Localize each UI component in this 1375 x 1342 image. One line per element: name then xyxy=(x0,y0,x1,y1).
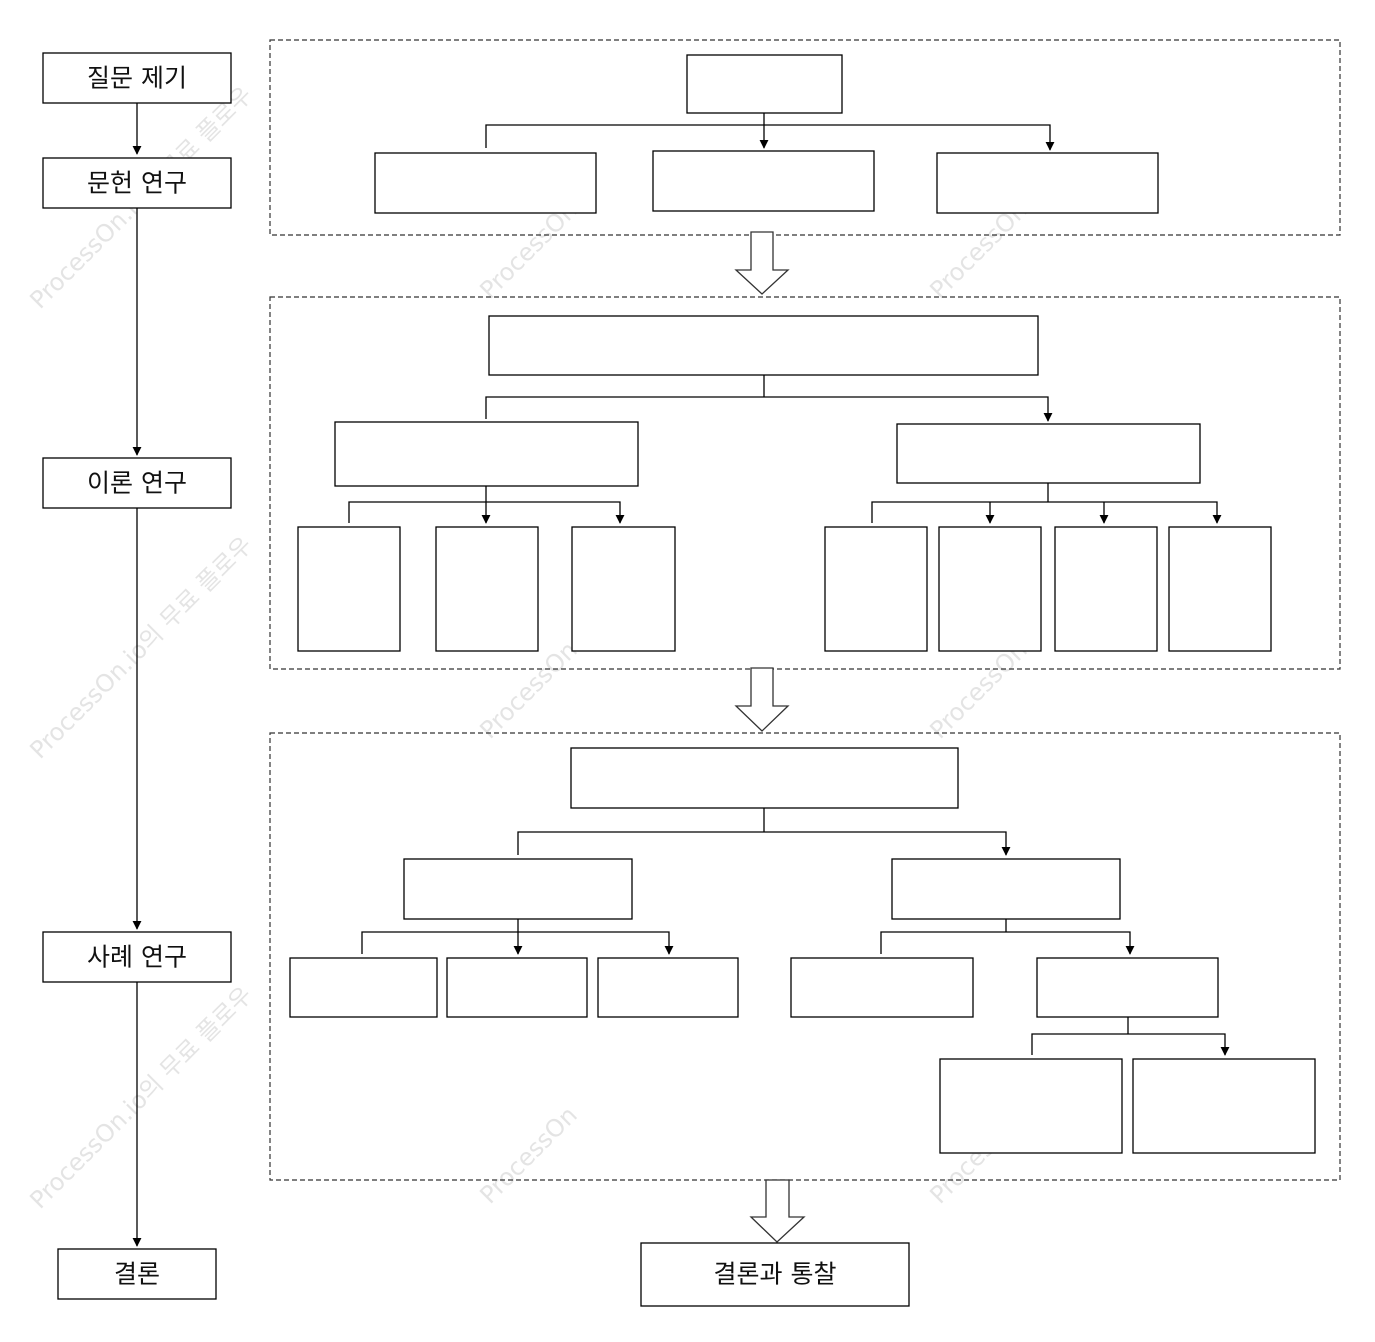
connector xyxy=(348,501,625,524)
watermark-text: ProcessOn.io의 무료 플로우 xyxy=(24,981,257,1214)
step-question[interactable]: 질문 제기 xyxy=(42,52,232,104)
case-leaf-box[interactable] xyxy=(790,957,974,1018)
step-literature[interactable]: 문헌 연구 xyxy=(42,157,232,209)
case-leaf-box[interactable] xyxy=(446,957,588,1018)
literature-section xyxy=(269,39,1341,236)
watermark-text: ProcessOn xyxy=(924,636,1032,744)
case-section xyxy=(269,732,1341,1181)
step-conclusion-label: 결론 xyxy=(114,1260,160,1289)
connector xyxy=(880,931,1135,955)
step-literature-label: 문헌 연구 xyxy=(87,169,187,198)
connector xyxy=(485,396,1053,422)
connector xyxy=(485,124,1055,151)
watermark-text: ProcessOn.io의 무료 플로우 xyxy=(24,531,257,764)
theory-section xyxy=(269,296,1341,670)
literature-root-box[interactable] xyxy=(686,54,843,114)
step-theory-box xyxy=(42,457,232,509)
transition-arrow-icon xyxy=(749,1179,806,1243)
case-leaf-box[interactable] xyxy=(597,957,739,1018)
process-column: 질문 제기 문헌 연구 이론 연구 사례 연구 결론 xyxy=(42,52,232,1300)
case-leaf-box[interactable] xyxy=(1132,1058,1316,1154)
case-leaf-box[interactable] xyxy=(939,1058,1123,1154)
step-theory-label: 이론 연구 xyxy=(87,469,187,498)
theory-leaf-box[interactable] xyxy=(571,526,676,652)
watermark-text: ProcessOn xyxy=(474,636,582,744)
case-branch-box[interactable] xyxy=(403,858,633,920)
case-root-box[interactable] xyxy=(570,747,959,809)
final-insight-box xyxy=(640,1242,910,1307)
theory-frame xyxy=(269,296,1341,670)
step-conclusion[interactable]: 결론 xyxy=(57,1248,217,1300)
transition-arrow-icon xyxy=(734,231,790,295)
theory-branch-box[interactable] xyxy=(896,423,1201,484)
literature-frame xyxy=(269,39,1341,236)
case-leaf-box[interactable] xyxy=(289,957,438,1018)
case-subbranch-box[interactable] xyxy=(1036,957,1219,1018)
step-literature-box xyxy=(42,157,232,209)
connector xyxy=(871,501,1222,524)
literature-child-box[interactable] xyxy=(652,150,875,212)
theory-root-box[interactable] xyxy=(488,315,1039,376)
connector xyxy=(517,831,1011,856)
theory-leaf-box[interactable] xyxy=(824,526,928,652)
literature-child-box[interactable] xyxy=(936,152,1159,214)
connector xyxy=(361,931,674,955)
theory-leaf-box[interactable] xyxy=(435,526,539,652)
step-question-box xyxy=(42,52,232,104)
connector xyxy=(1031,1033,1230,1056)
step-case[interactable]: 사례 연구 xyxy=(42,931,232,983)
case-frame xyxy=(269,732,1341,1181)
theory-branch-box[interactable] xyxy=(334,421,639,487)
theory-leaf-box[interactable] xyxy=(1054,526,1158,652)
step-question-label: 질문 제기 xyxy=(87,64,187,93)
literature-child-box[interactable] xyxy=(374,152,597,214)
step-conclusion-box xyxy=(57,1248,217,1300)
transition-arrow-icon xyxy=(734,667,790,732)
step-case-label: 사례 연구 xyxy=(87,943,187,972)
theory-leaf-box[interactable] xyxy=(1168,526,1272,652)
step-case-box xyxy=(42,931,232,983)
final-insight-label: 결론과 통찰 xyxy=(714,1260,837,1289)
theory-leaf-box[interactable] xyxy=(297,526,401,652)
watermark-text: ProcessOn xyxy=(474,1101,582,1209)
final-insight[interactable]: 결론과 통찰 xyxy=(640,1242,910,1307)
case-branch-box[interactable] xyxy=(891,858,1121,920)
theory-leaf-box[interactable] xyxy=(938,526,1042,652)
step-theory[interactable]: 이론 연구 xyxy=(42,457,232,509)
